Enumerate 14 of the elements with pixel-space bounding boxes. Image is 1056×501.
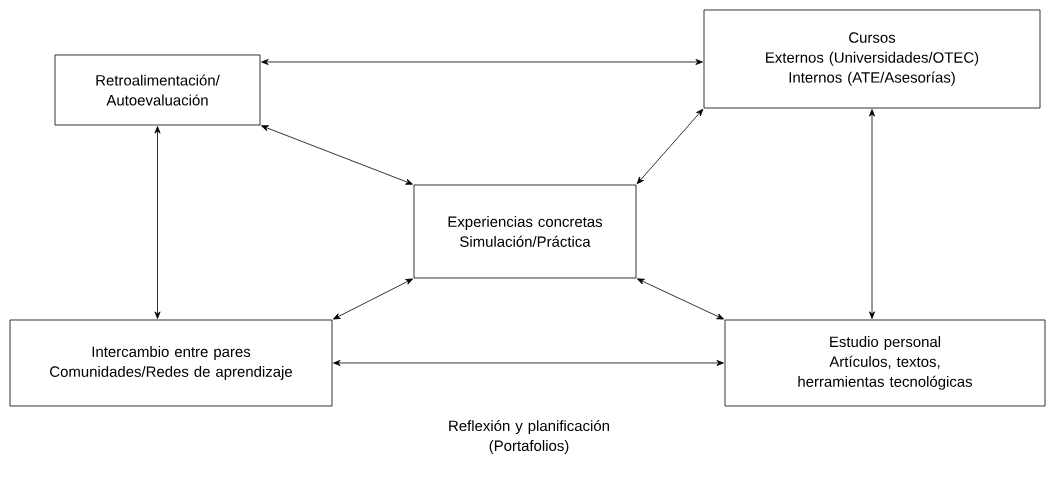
arrow xyxy=(637,278,724,320)
arrow xyxy=(333,278,413,320)
text-box: Estudio personal Artículos, textos, herramientas tecnológicas xyxy=(724,319,1046,407)
arrow xyxy=(154,126,161,319)
arrow xyxy=(261,125,413,185)
note-text: Reflexión y planificación (Portafolios) xyxy=(449,420,609,454)
text-box: Intercambio entre pares Comunidades/Redes de aprendizaje xyxy=(9,319,333,407)
arrow xyxy=(333,360,724,366)
arrow xyxy=(869,109,875,319)
text-box: Retroalimentación/ Autoevaluación xyxy=(54,54,261,126)
arrow xyxy=(261,59,703,65)
text-box: Cursos Externos (Universidades/OTEC) Internos (ATE/Asesorías) xyxy=(703,9,1041,109)
arrow xyxy=(636,108,704,185)
text-box: Experiencias concretas Simulación/Práctica xyxy=(413,184,637,279)
